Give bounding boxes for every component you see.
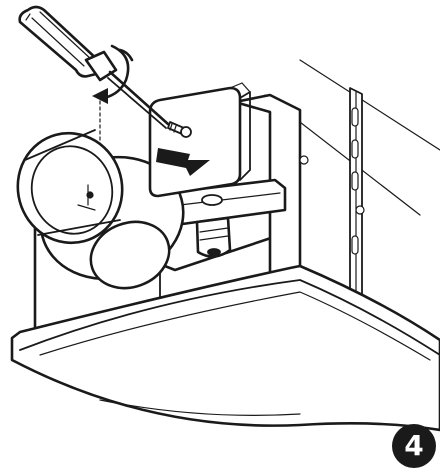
duct-collar: [16, 129, 185, 290]
ceiling-grille: [10, 264, 440, 432]
screw: [167, 121, 192, 138]
screwdriver: [18, 5, 170, 129]
wall-bracket: [349, 87, 365, 301]
step-number-badge: 4: [392, 424, 436, 468]
cable-gland: [195, 216, 232, 258]
cover-plate: [148, 82, 251, 198]
pull-direction-arrow: [156, 148, 210, 176]
rotation-arrow: [92, 44, 134, 104]
